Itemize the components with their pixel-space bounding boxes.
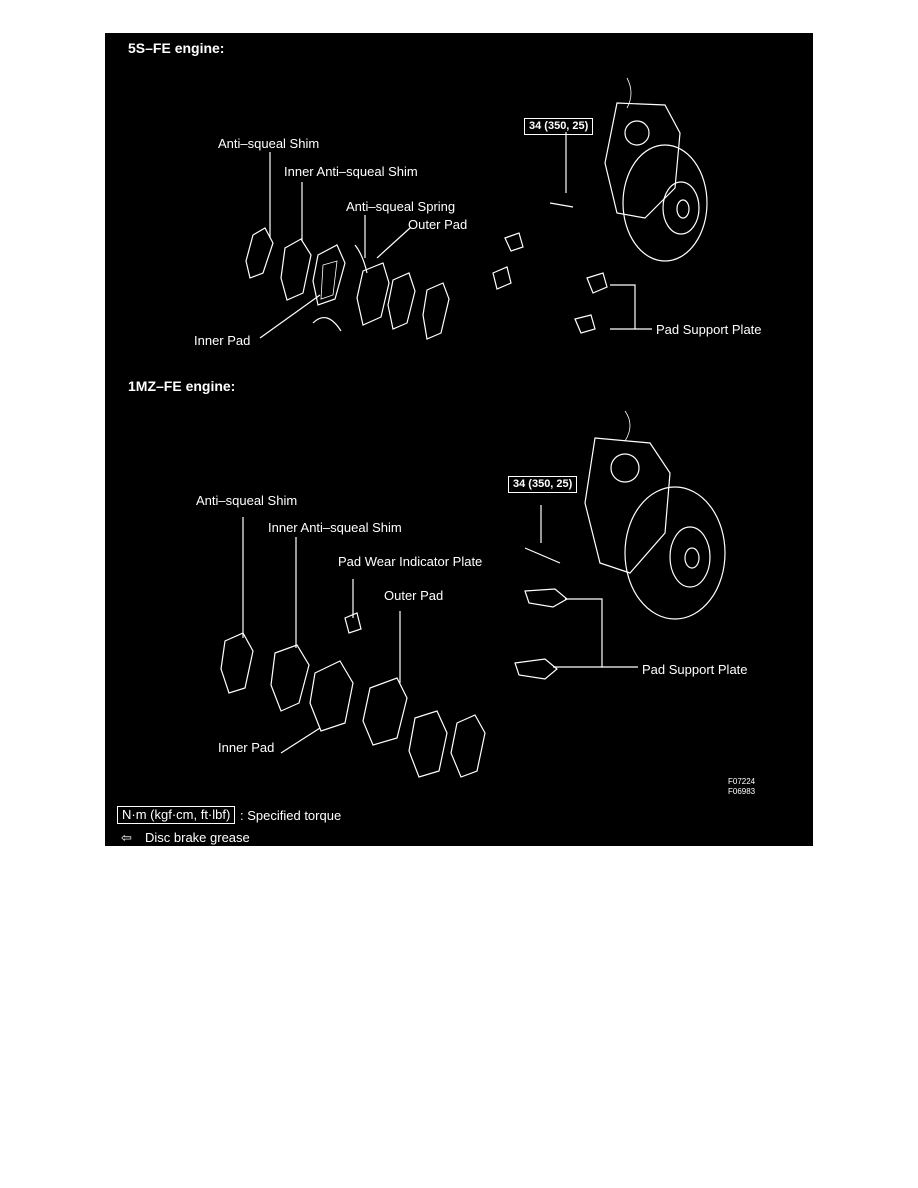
section2-leaders [242, 505, 638, 754]
section1-label-anti-squeal-shim: Anti–squeal Shim [218, 136, 320, 151]
section2-parts [220, 410, 726, 778]
section1-label-inner-anti-squeal-shim: Inner Anti–squeal Shim [284, 164, 418, 179]
section1-torque-spec: 34 (350, 25) [524, 118, 594, 135]
figure-code-2: F06983 [728, 787, 756, 796]
legend-grease-description: Disc brake grease [145, 830, 250, 845]
section2-label-pad-wear-indicator-plate: Pad Wear Indicator Plate [338, 554, 483, 569]
grease-arrow-icon: ⇦ [121, 830, 132, 845]
section2-label-pad-support-plate: Pad Support Plate [642, 662, 748, 677]
section1-label-anti-squeal-spring: Anti–squeal Spring [346, 199, 456, 214]
section1-label-outer-pad: Outer Pad [408, 217, 468, 232]
section1-label-inner-pad: Inner Pad [194, 333, 251, 348]
legend-torque-description: : Specified torque [240, 808, 342, 823]
figure-code-1: F07224 [728, 777, 756, 786]
section1-title: 5S–FE engine: [128, 40, 225, 56]
section2-title: 1MZ–FE engine: [128, 378, 236, 394]
section1-parts [245, 77, 708, 340]
diagram-panel: 5S–FE engine: 34 (350, 25) Anti–squeal S… [105, 33, 813, 846]
section2-torque-spec: 34 (350, 25) [508, 476, 578, 493]
section1-label-pad-support-plate: Pad Support Plate [656, 322, 762, 337]
section2-label-anti-squeal-shim: Anti–squeal Shim [196, 493, 298, 508]
section1-leaders [259, 132, 652, 339]
section2-label-inner-pad: Inner Pad [218, 740, 275, 755]
section2-label-inner-anti-squeal-shim: Inner Anti–squeal Shim [268, 520, 402, 535]
legend-torque-unit: N·m (kgf·cm, ft·lbf) [117, 806, 236, 824]
brake-exploded-view-art [220, 77, 726, 778]
section2-label-outer-pad: Outer Pad [384, 588, 444, 603]
